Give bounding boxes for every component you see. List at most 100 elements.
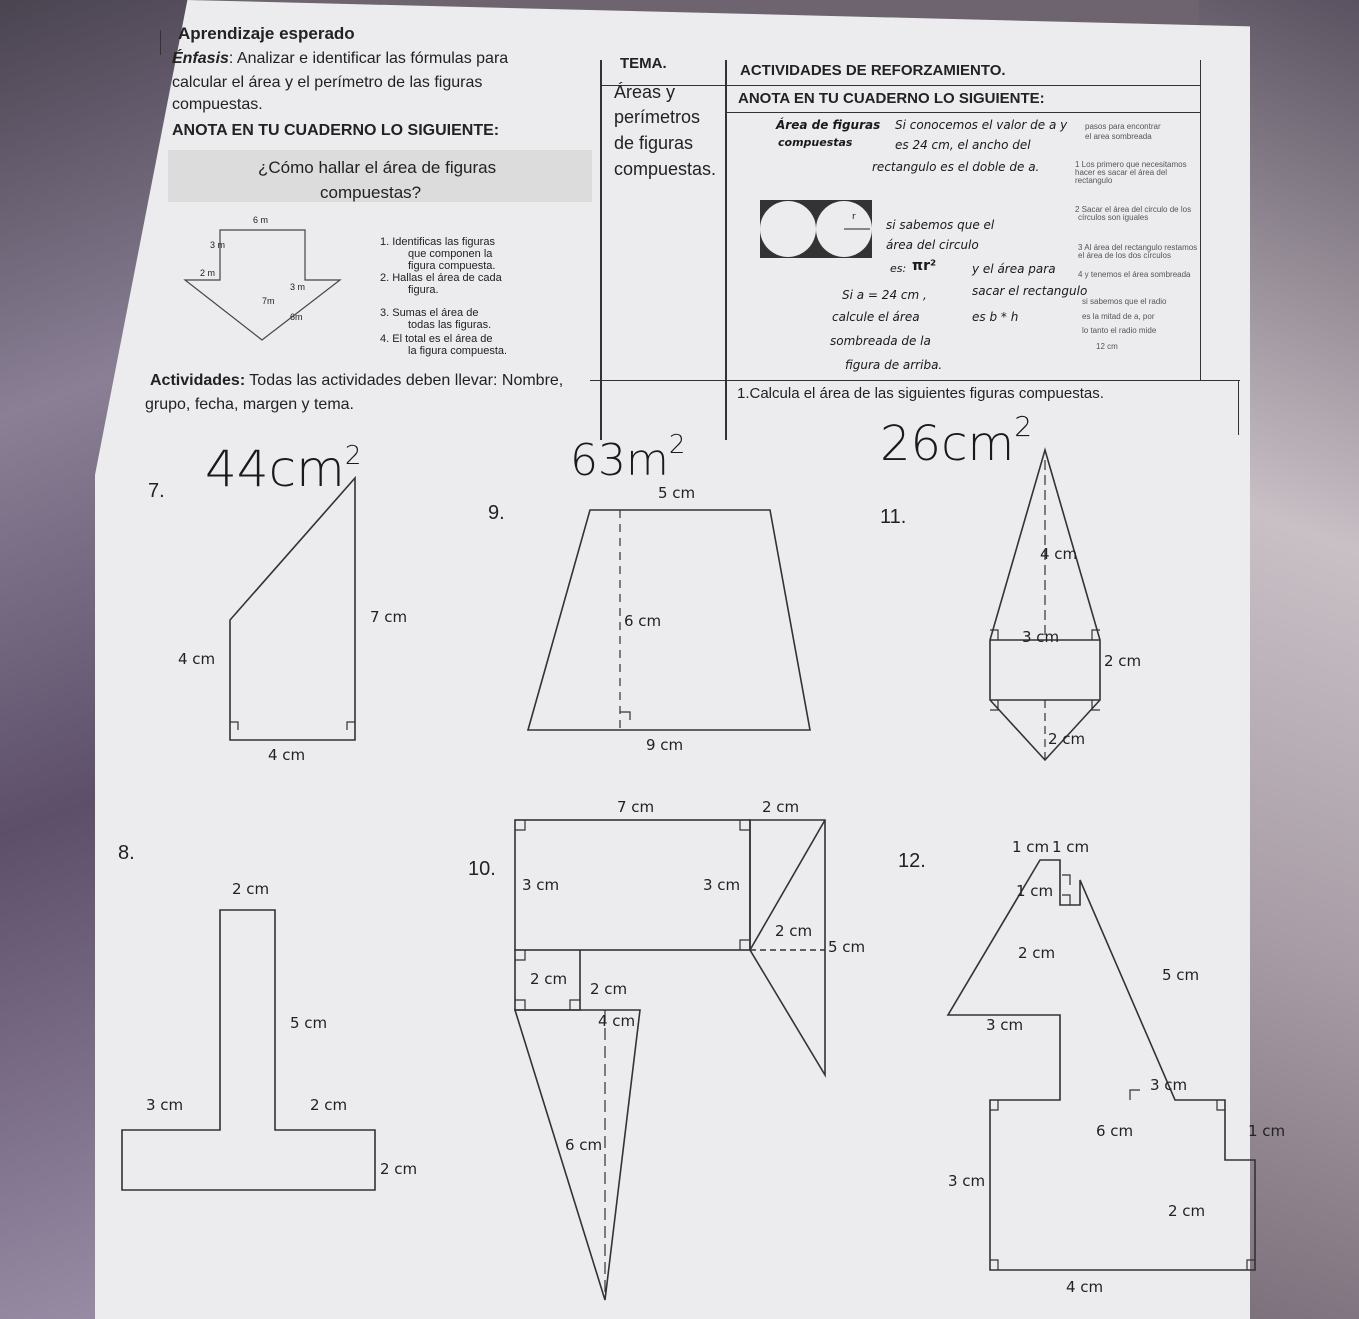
step-3b: todas las figuras. — [408, 319, 492, 331]
example-dim-6: 3 m — [210, 240, 226, 250]
actividades-line-2: grupo, fecha, margen y tema. — [145, 396, 354, 413]
fig7-label-1: 7 cm — [370, 608, 408, 626]
fig12-label-11: 2 cm — [1168, 1202, 1206, 1220]
fig11-label-2: 3 cm — [1022, 628, 1060, 646]
fig10-label-10: 6 cm — [565, 1136, 603, 1154]
example-dim-2: 2 m — [200, 268, 216, 278]
calc-line-2: calcule el área — [832, 310, 920, 324]
example-dim-1: 6 m — [253, 215, 269, 225]
fig12-label-8: 6 cm — [1096, 1122, 1134, 1140]
enfasis-text: : Analizar e identificar las fórmulas pa… — [228, 50, 509, 67]
fig11-label-4: 2 cm — [1048, 730, 1086, 748]
answer-7-exp: 2 — [344, 441, 362, 471]
fig9-label-2: 6 cm — [624, 612, 662, 630]
tema-label: TEMA. — [620, 55, 667, 72]
anota-left-heading: ANOTA EN TU CUADERNO LO SIGUIENTE: — [172, 122, 500, 139]
tema-line-4: compuestas. — [614, 159, 717, 179]
step-1: 1. Identificas las figuras — [380, 236, 495, 248]
fig8-label-5: 2 cm — [380, 1160, 418, 1178]
figure-8-number: 8. — [118, 842, 135, 864]
answer-9-value: 63m — [570, 435, 669, 486]
fig12-label-12: 4 cm — [1066, 1278, 1104, 1296]
step-2: 2. Hallas el área de cada — [380, 272, 502, 284]
area-line-2: es 24 cm, el ancho del — [895, 138, 1031, 152]
actividades-text: Todas las actividades deben llevar: Nomb… — [245, 372, 564, 389]
figure-11-number: 11. — [880, 506, 907, 528]
answer-11-exp: 2 — [1014, 410, 1033, 443]
fig8-label-4: 2 cm — [310, 1096, 348, 1114]
area-line-1: Si conocemos el valor de a y — [895, 118, 1068, 132]
fig8-label-3: 3 cm — [146, 1096, 184, 1114]
fig10-label-9: 4 cm — [598, 1012, 636, 1030]
area-figuras-heading-2: compuestas — [778, 136, 853, 149]
fig10-label-5: 2 cm — [775, 922, 813, 940]
fig11-label-1: 4 cm — [1040, 545, 1078, 563]
instruction-text: 1.Calcula el área de las siguientes figu… — [737, 385, 1104, 402]
fig10-label-7: 2 cm — [530, 970, 568, 988]
aprendizaje-heading: Aprendizaje esperado — [178, 24, 355, 43]
actividades-label: Actividades: — [150, 372, 246, 389]
como-hallar-title-2: compuestas? — [320, 183, 422, 202]
answer-7: 44cm2 — [205, 440, 361, 498]
table-row-line-2 — [725, 112, 1200, 113]
note-6: 2 Sacar el área del circulo de los — [1075, 205, 1192, 214]
anota-right-heading: ANOTA EN TU CUADERNO LO SIGUIENTE: — [738, 90, 1045, 107]
table-right-border — [1200, 60, 1201, 380]
note-2: el area sombreada — [1085, 132, 1152, 141]
note-11: si sabemos que el radio — [1082, 297, 1167, 306]
tema-line-1: Áreas y — [614, 82, 676, 102]
circle-line-2: área del circulo — [886, 238, 979, 252]
fig12-label-5: 5 cm — [1162, 966, 1200, 984]
area-figuras-heading-1: Área de figuras — [776, 118, 881, 132]
step-1b: que componen la — [408, 248, 493, 260]
circle-line-5: sacar el rectangulo — [972, 284, 1088, 298]
fig12-label-7: 3 cm — [1150, 1076, 1188, 1094]
calc-line-1: Si a = 24 cm , — [842, 288, 927, 302]
circle-line-4: y el área para — [972, 262, 1056, 276]
answer-9: 63m2 — [570, 430, 685, 486]
note-13: lo tanto el radio mide — [1082, 326, 1157, 335]
fig10-label-2: 2 cm — [762, 798, 800, 816]
table-divider-left — [600, 60, 602, 440]
calc-line-4: figura de arriba. — [845, 358, 943, 372]
circle-line-1: si sabemos que el — [886, 218, 995, 232]
fig10-label-1: 7 cm — [617, 798, 655, 816]
como-hallar-box — [168, 150, 592, 202]
note-1: pasos para encontrar — [1085, 122, 1161, 131]
fig12-label-2: 1 cm — [1052, 838, 1090, 856]
answer-11: 26cm2 — [880, 410, 1032, 472]
table-row-line — [600, 85, 1200, 86]
fig8-label-1: 2 cm — [232, 880, 270, 898]
note-9: el área de los dos círculos — [1078, 251, 1171, 260]
fig9-label-3: 9 cm — [646, 736, 684, 754]
table-right-tail — [1238, 380, 1239, 435]
note-8: 3 Al área del rectangulo restamos — [1078, 243, 1198, 252]
note-7: círculos son iguales — [1078, 213, 1149, 222]
fig10-label-4: 3 cm — [703, 876, 741, 894]
fig10-label-3: 3 cm — [522, 876, 560, 894]
figure-9-number: 9. — [488, 502, 505, 524]
step-1c: figura compuesta. — [408, 260, 496, 272]
note-10: 4 y tenemos el área sombreada — [1078, 270, 1191, 279]
note-5: rectangulo — [1075, 176, 1113, 185]
answer-11-value: 26cm — [880, 416, 1015, 472]
enfasis-line: Énfasis: Analizar e identificar las fórm… — [172, 50, 508, 68]
enfasis-label: Énfasis — [172, 50, 229, 67]
step-4: 4. El total es el área de — [380, 333, 493, 345]
note-3: 1 Los primero que necesitamos — [1075, 160, 1187, 169]
note-12: es la mitad de a, por — [1082, 312, 1155, 321]
note-4: hacer es sacar el área del — [1075, 168, 1168, 177]
fig8-label-2: 5 cm — [290, 1014, 328, 1032]
fig7-label-3: 4 cm — [268, 746, 306, 764]
example-dim-4: 7m — [262, 296, 275, 306]
fig12-label-9: 1 cm — [1248, 1122, 1286, 1140]
circle-formula: πr² — [912, 258, 937, 274]
tema-line-3: de figuras — [614, 133, 694, 153]
example-dim-5: 6m — [290, 312, 303, 322]
note-14: 12 cm — [1096, 342, 1118, 351]
step-3: 3. Sumas el área de — [380, 307, 479, 319]
figure-7-number: 7. — [148, 480, 165, 502]
figure-12-number: 12. — [898, 850, 926, 872]
fig12-label-6: 3 cm — [986, 1016, 1024, 1034]
calc-line-3: sombreada de la — [830, 334, 931, 348]
